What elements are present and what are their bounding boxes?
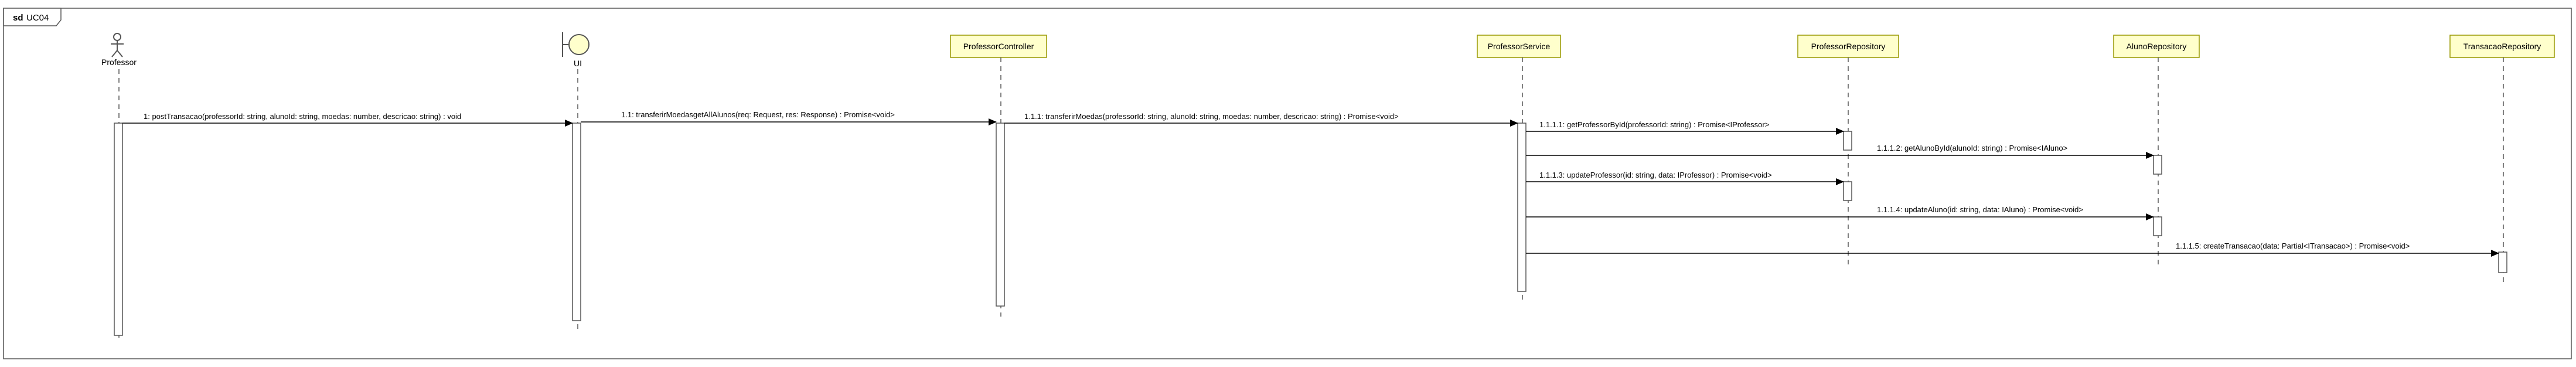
activation-profrepo-1 [1843,131,1852,151]
participant-alunorepo: AlunoRepository [2113,35,2200,58]
frame-label-tab [3,8,62,26]
message-label-1-1-1-5: 1.1.1.5: createTransacao(data: Partial<I… [2176,242,2410,250]
activation-transrepo [2498,252,2507,273]
message-label-1-1-1-1: 1.1.1.1: getProfessorById(professorId: s… [1539,120,1769,129]
participant-service: ProfessorService [1477,35,1561,58]
diagram-frame [3,8,2572,359]
activation-controller [996,123,1005,307]
participant-label-transrepo: TransacaoRepository [2463,42,2541,51]
message-label-1-1-1-3: 1.1.1.3: updateProfessor(id: string, dat… [1539,171,1772,179]
activation-profrepo-2 [1843,181,1852,201]
message-label-1: 1: postTransacao(professorId: string, al… [144,112,461,121]
participant-controller: ProfessorController [950,35,1047,58]
participant-label-profrepo: ProfessorRepository [1811,42,1886,51]
message-label-1-1: 1.1: transferirMoedasgetAllAlunos(req: R… [621,110,895,119]
message-1: 1: postTransacao(professorId: string, al… [122,112,573,127]
participant-label-alunorepo: AlunoRepository [2127,42,2187,51]
frame-name: UC04 [26,13,49,23]
message-1-1-1-3: 1.1.1.3: updateProfessor(id: string, dat… [1526,171,1844,185]
activation-ui [572,123,581,321]
activation-alunorepo-1 [2153,155,2162,175]
activation-service [1517,123,1526,292]
message-1-1-1-4: 1.1.1.4: updateAluno(id: string, data: I… [1526,205,2154,220]
participant-label-ui: UI [574,59,582,68]
boundary-icon [562,32,590,57]
participant-label-controller: ProfessorController [963,42,1034,51]
activation-professor [114,123,123,336]
message-label-1-1-1-4: 1.1.1.4: updateAluno(id: string, data: I… [1877,205,2083,214]
participant-transrepo: TransacaoRepository [2449,35,2555,58]
participant-label-professor: Professor [101,57,137,67]
message-1-1: 1.1: transferirMoedasgetAllAlunos(req: R… [581,110,997,125]
message-label-1-1-1: 1.1.1: transferirMoedas(professorId: str… [1024,112,1399,121]
message-1-1-1: 1.1.1: transferirMoedas(professorId: str… [1004,112,1518,127]
message-1-1-1-5: 1.1.1.5: createTransacao(data: Partial<I… [1526,242,2499,257]
participant-professor: Professor [101,33,137,67]
frame-keyword: sd [13,13,23,23]
actor-icon [111,33,124,57]
participant-ui: UI [562,32,590,68]
participant-label-service: ProfessorService [1488,42,1551,51]
message-1-1-1-1: 1.1.1.1: getProfessorById(professorId: s… [1526,120,1844,135]
message-1-1-1-2: 1.1.1.2: getAlunoById(alunoId: string) :… [1526,144,2154,159]
activation-alunorepo-2 [2153,216,2162,236]
participant-profrepo: ProfessorRepository [1797,35,1899,58]
message-label-1-1-1-2: 1.1.1.2: getAlunoById(alunoId: string) :… [1877,144,2067,152]
